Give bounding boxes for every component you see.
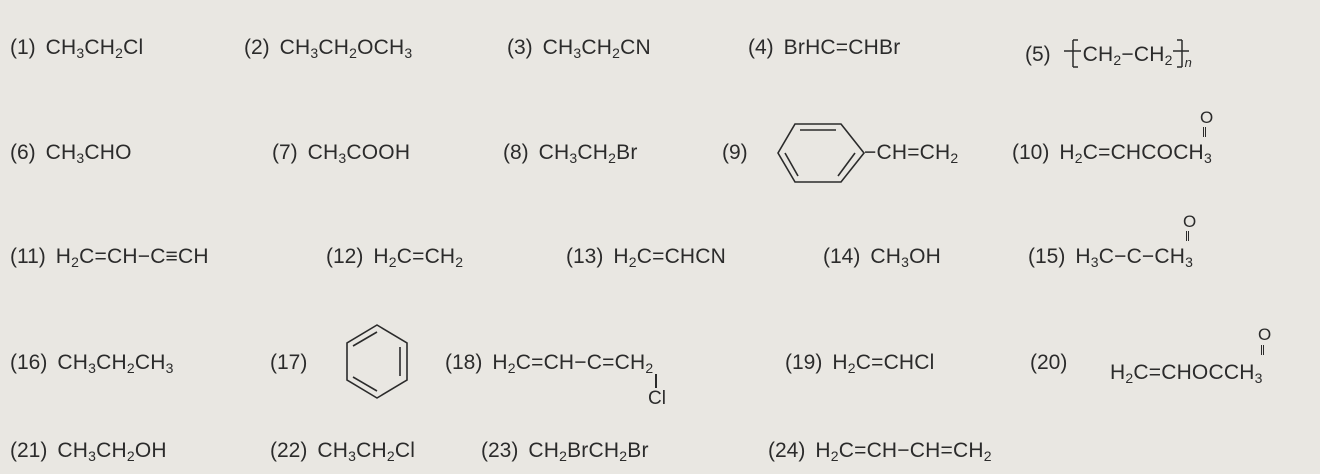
compound-number: (9): [722, 141, 748, 164]
compound-formula: CH3CH2Br: [538, 141, 638, 166]
compound-formula: CH3CH2OCH3: [279, 36, 413, 61]
compound-formula: BrHC=CHBr: [783, 36, 901, 59]
compound-formula: CH3CH2OH: [57, 439, 167, 464]
carbonyl-oxygen: O: [1183, 212, 1197, 231]
polymer-subscript: n: [1184, 55, 1193, 70]
compound-formula: CH3CHO: [45, 141, 132, 166]
compound-formula: −CH=CH2: [864, 141, 959, 166]
compound-number: (17): [270, 351, 308, 374]
compound-number: (14): [823, 245, 861, 268]
carbonyl-oxygen: O: [1200, 108, 1214, 127]
compound-number: (2): [244, 36, 270, 59]
double-bond: [1203, 127, 1206, 137]
compound-14: (14) CH3OH: [823, 245, 941, 270]
compound-5: (5) CH2−CH2 n: [1025, 37, 1192, 71]
compound-formula: CH3CH2Cl: [45, 36, 144, 61]
compound-16: (16) CH3CH2CH3: [10, 351, 174, 376]
compound-12: (12) H2C=CH2: [326, 245, 464, 270]
compound-formula: H2C=CH−CH=CH2: [815, 439, 992, 464]
carbonyl-oxygen: O: [1258, 325, 1272, 344]
single-bond: [655, 374, 657, 388]
polymer-bracket-left: [1063, 39, 1081, 68]
compound-number: (15): [1028, 245, 1066, 268]
compound-number: (6): [10, 141, 36, 164]
compound-9-substituent: −CH=CH2: [864, 141, 959, 166]
compound-formula: H2C=CHCN: [613, 245, 727, 270]
compound-7: (7) CH3COOH: [272, 141, 411, 166]
compound-number: (10): [1012, 141, 1050, 164]
benzene-ring-icon: [777, 123, 866, 183]
compound-9: (9): [722, 142, 758, 163]
compound-8: (8) CH3CH2Br: [503, 141, 638, 166]
compound-number: (11): [10, 245, 46, 268]
compound-18: (18) H2C=CH−C=CH2: [445, 351, 654, 376]
compound-number: (1): [10, 36, 36, 59]
compound-number: (7): [272, 141, 298, 164]
compound-formula: H2C=CHCOCH3: [1059, 141, 1212, 166]
double-bond: [1186, 231, 1189, 241]
compound-22: (22) CH3CH2Cl: [270, 439, 416, 464]
compound-23: (23) CH2BrCH2Br: [481, 439, 649, 464]
compound-4: (4) BrHC=CHBr: [748, 37, 900, 58]
compound-formula: H2C=CH−C≡CH: [55, 245, 209, 270]
compound-number: (16): [10, 351, 48, 374]
compound-19: (19) H2C=CHCl: [785, 351, 935, 376]
compound-number: (8): [503, 141, 529, 164]
compound-20-formula: H2C=CHOCCH3: [1110, 361, 1263, 386]
compound-formula: CH3CH2Cl: [317, 439, 416, 464]
compound-11: (11) H2C=CH−C≡CH: [10, 245, 209, 270]
compound-10: (10) H2C=CHCOCH3: [1012, 141, 1212, 166]
compound-number: (13): [566, 245, 604, 268]
compound-formula: CH3CH2CH3: [57, 351, 174, 376]
compound-2: (2) CH3CH2OCH3: [244, 36, 413, 61]
compound-formula: H3C−C−CH3: [1075, 245, 1194, 270]
compound-formula: H2C=CH2: [373, 245, 464, 270]
compound-number: (22): [270, 439, 308, 462]
compound-24: (24) H2C=CH−CH=CH2: [768, 439, 992, 464]
compound-13: (13) H2C=CHCN: [566, 245, 727, 270]
compound-15: (15) H3C−C−CH3: [1028, 245, 1194, 270]
chloro-substituent: Cl: [648, 388, 666, 409]
double-bond: [1261, 345, 1264, 355]
compound-formula: CH2−CH2: [1082, 43, 1173, 68]
compound-number: (24): [768, 439, 806, 462]
compound-number: (3): [507, 36, 533, 59]
compound-number: (20): [1030, 351, 1068, 374]
compound-3: (3) CH3CH2CN: [507, 36, 651, 61]
polymer-bracket-right: [1172, 39, 1189, 68]
compound-17: (17): [270, 352, 317, 373]
compound-6: (6) CH3CHO: [10, 141, 132, 166]
compound-number: (18): [445, 351, 483, 374]
compound-20: (20): [1030, 352, 1077, 373]
compound-1: (1) CH3CH2Cl: [10, 36, 144, 61]
compound-formula: CH3CH2CN: [542, 36, 651, 61]
compound-number: (23): [481, 439, 519, 462]
benzene-ring-icon: [346, 324, 408, 399]
compound-number: (19): [785, 351, 823, 374]
compound-number: (4): [748, 36, 774, 59]
compound-formula: H2C=CHOCCH3: [1110, 361, 1263, 386]
compound-formula: CH3OH: [870, 245, 941, 270]
compound-number: (21): [10, 439, 48, 462]
compound-number: (5): [1025, 43, 1051, 66]
compound-number: (12): [326, 245, 364, 268]
compound-formula: CH2BrCH2Br: [528, 439, 649, 464]
compound-formula: H2C=CH−C=CH2: [492, 351, 654, 376]
compound-formula: CH3COOH: [307, 141, 411, 166]
compound-formula: H2C=CHCl: [832, 351, 935, 376]
compound-21: (21) CH3CH2OH: [10, 439, 167, 464]
